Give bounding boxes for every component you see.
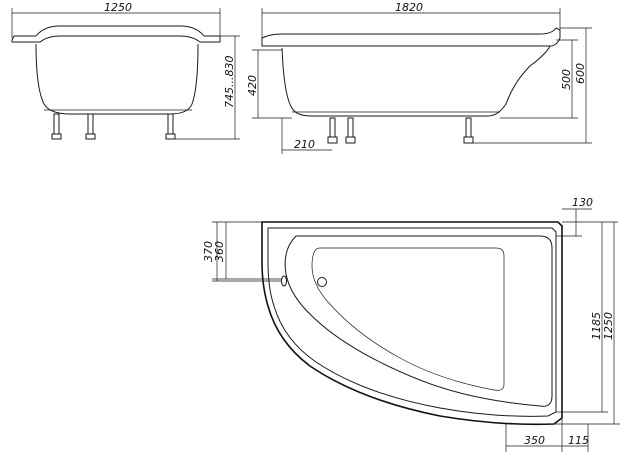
plan-rim-inner-line	[267, 227, 557, 417]
front-leg-1	[53, 113, 60, 137]
side-foot-3	[463, 136, 474, 144]
side-length-label: 1820	[395, 1, 423, 14]
front-leg-3	[167, 113, 174, 137]
side-total-height-label: 600	[574, 63, 587, 84]
front-foot-1	[51, 133, 62, 140]
plan-inner-depth-label: 1185	[590, 312, 603, 340]
side-depth-label: 500	[560, 69, 573, 90]
plan-outer-outline	[261, 221, 563, 426]
side-rim	[261, 27, 561, 47]
front-view: 1250 745...830	[11, 1, 240, 140]
plan-corner-label: 130	[572, 196, 593, 209]
front-body	[35, 43, 199, 115]
front-foot-2	[85, 133, 96, 140]
plan-offset-label-370: 370	[202, 241, 215, 262]
side-leg-1	[329, 117, 336, 139]
side-foot-2	[345, 136, 356, 144]
plan-total-depth-label: 1250	[602, 312, 615, 340]
plan-offset-label-360: 360	[213, 241, 226, 262]
side-view: 1820 420 210 500 600	[246, 1, 592, 154]
front-leg-2	[87, 113, 94, 137]
plan-basin-outline	[284, 235, 553, 407]
side-leg-3	[465, 117, 472, 139]
front-width-label: 1250	[104, 1, 132, 14]
overflow-hole	[281, 275, 287, 287]
side-body	[281, 45, 551, 117]
side-inner-height-label: 420	[246, 75, 259, 96]
plan-bottom-corner-label: 115	[568, 434, 589, 447]
plan-basin-bottom	[311, 247, 505, 391]
front-foot-3	[165, 133, 176, 140]
drain-hole	[317, 277, 327, 287]
plan-view: 370 360 130 1185 1250 350 115	[202, 196, 620, 452]
front-height-label: 745...830	[223, 56, 236, 108]
front-rim	[11, 25, 221, 43]
side-leg-2	[347, 117, 354, 139]
plan-bottom-offset-label: 350	[524, 434, 545, 447]
side-foot-1	[327, 136, 338, 144]
side-leg-offset-label: 210	[294, 138, 315, 151]
